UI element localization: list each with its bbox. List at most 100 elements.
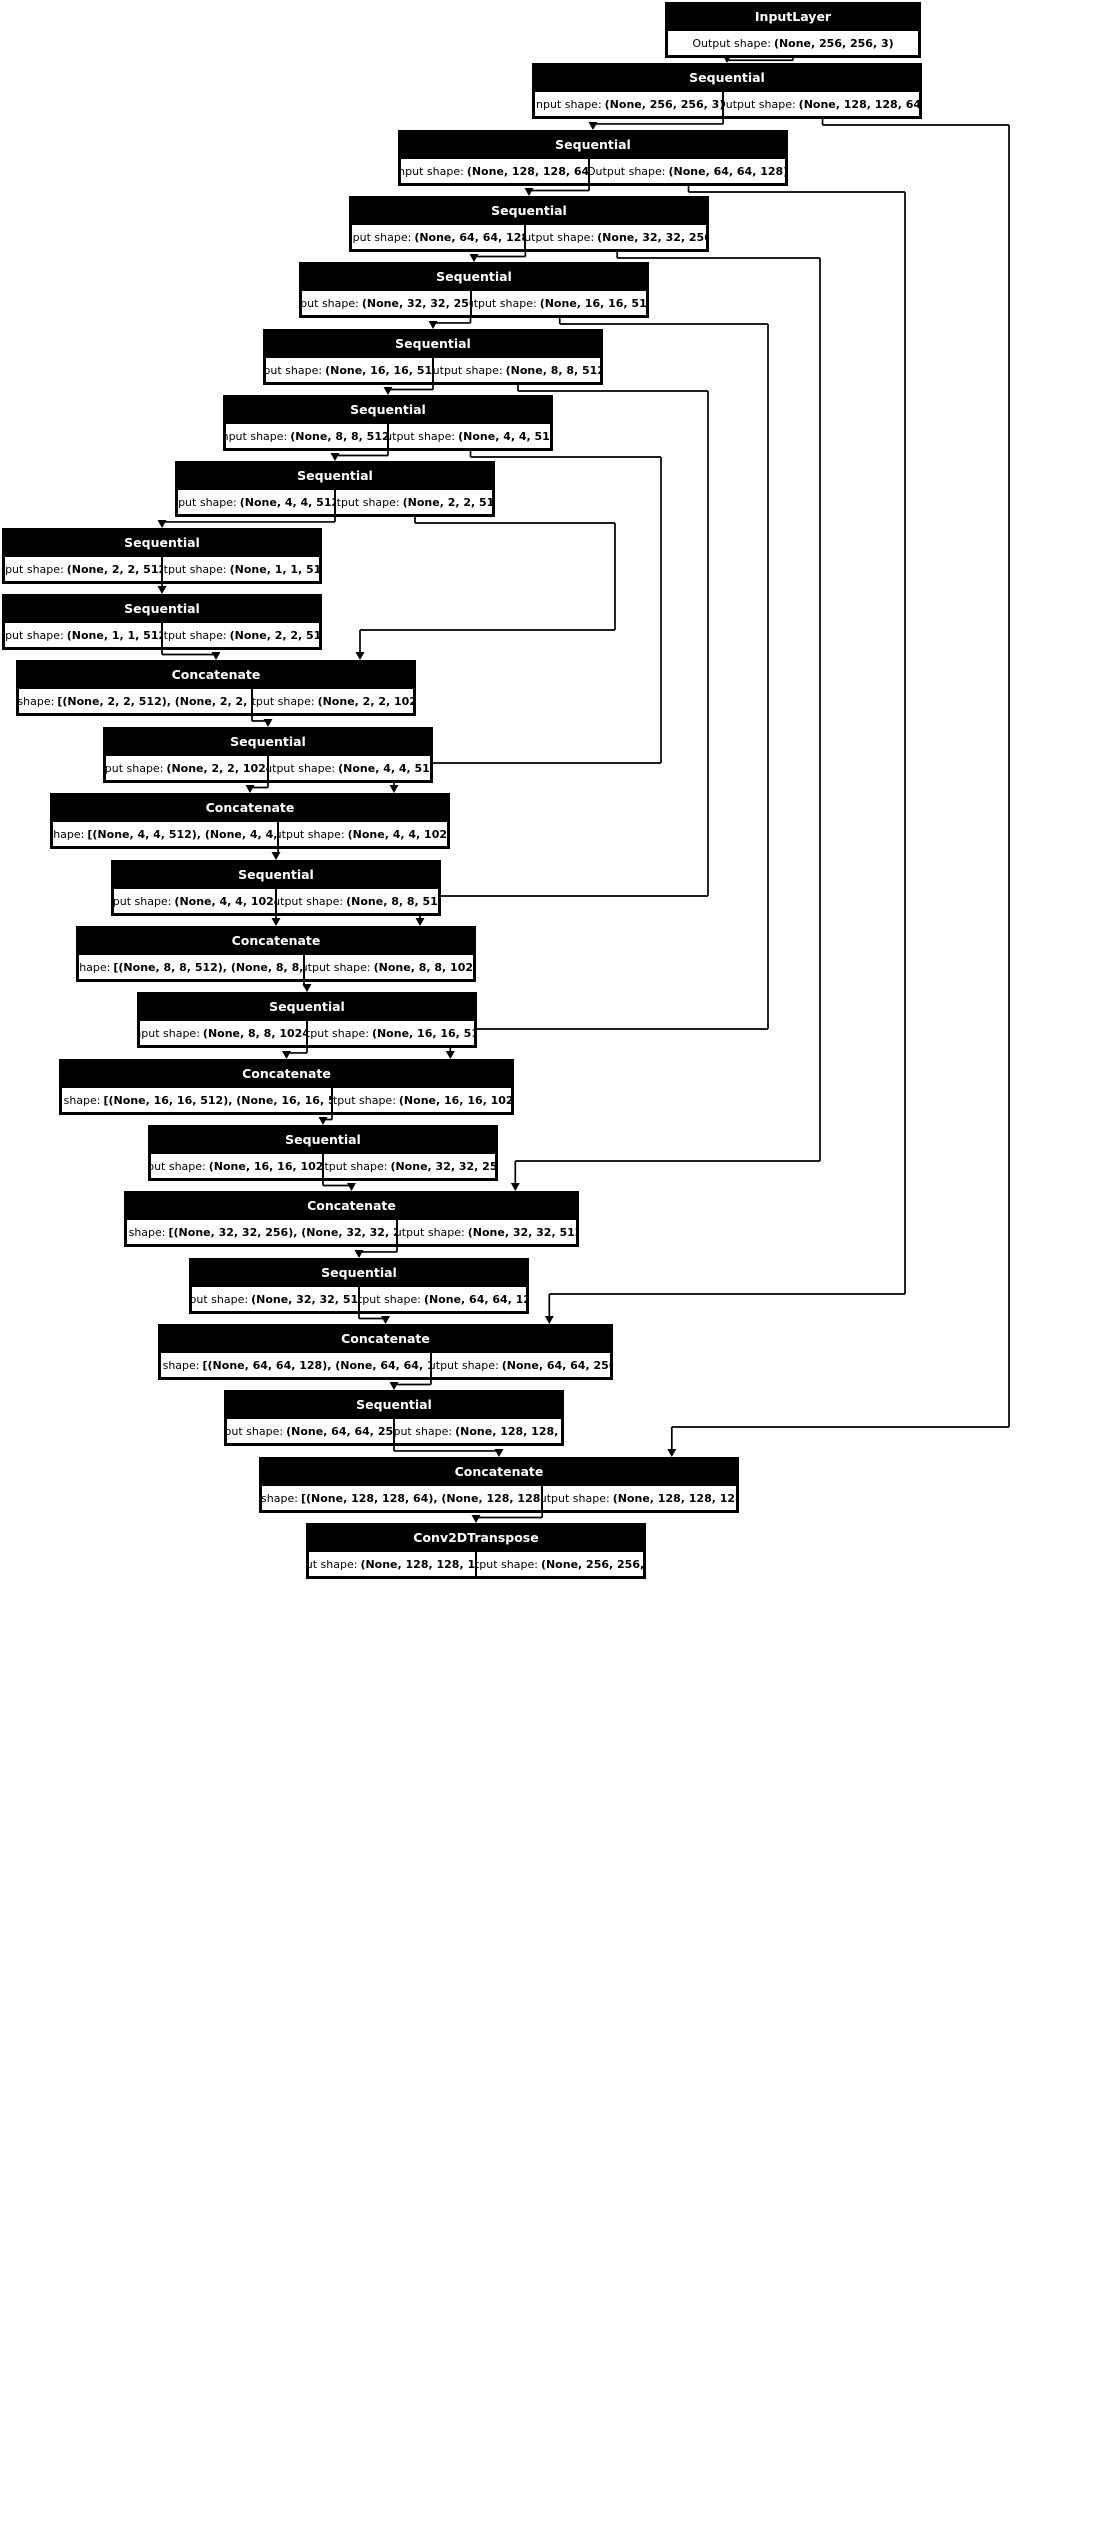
node-input-shape: Input shape:(None, 4, 4, 1024) (113, 888, 276, 914)
output-shape-label: Output shape: (269, 761, 336, 775)
input-shape-value: (None, 64, 64, 256) (286, 1424, 394, 1438)
output-shape-value: (None, 256, 256, 3) (773, 36, 894, 50)
node-input-shape: Input shape:(None, 1, 1, 512) (4, 622, 162, 648)
node-type-label: Sequential (301, 264, 647, 290)
edge-arrowhead (355, 652, 365, 660)
edge-arrowhead (524, 188, 534, 196)
node-output-shape: Output shape:(None, 32, 32, 256) (323, 1153, 496, 1179)
node-type-label: Sequential (351, 198, 707, 224)
node-type-label: Concatenate (78, 928, 474, 954)
node-shape-row: Input shape:[(None, 32, 32, 256), (None,… (126, 1219, 577, 1245)
output-shape-value: (None, 64, 64, 256) (501, 1358, 611, 1372)
node-shape-row: Input shape:[(None, 8, 8, 512), (None, 8… (78, 954, 474, 980)
output-shape-label: Output shape: (360, 1292, 421, 1306)
node-shape-row: Output shape:(None, 256, 256, 3) (667, 30, 919, 56)
output-shape-label: Output shape: (543, 1491, 610, 1505)
input-shape-label: Input shape: (113, 894, 172, 908)
edge-arrowhead (667, 1449, 677, 1457)
node-shape-row: Input shape:(None, 8, 8, 1024)Output sha… (139, 1020, 475, 1046)
node-type-label: Sequential (534, 65, 920, 91)
input-shape-value: [(None, 64, 64, 128), (None, 64, 64, 128… (202, 1358, 430, 1372)
node-input-shape: Input shape:(None, 32, 32, 512) (191, 1286, 359, 1312)
edge-arrowhead (428, 321, 438, 329)
output-shape-value: (None, 8, 8, 512) (346, 894, 438, 908)
node-input-shape: Input shape:(None, 8, 8, 1024) (139, 1020, 307, 1046)
node-output-shape: Output shape:(None, 8, 8, 512) (433, 357, 601, 383)
node-type-label: Concatenate (160, 1326, 611, 1352)
edge-arrowhead (318, 1117, 328, 1125)
edge-arrowhead (389, 1382, 399, 1390)
input-shape-label: Input shape: (534, 97, 602, 111)
input-shape-value: (None, 2, 2, 512) (66, 562, 162, 576)
node-output-shape: Output shape:(None, 16, 16, 512) (470, 290, 647, 316)
input-shape-value: (None, 8, 8, 1024) (202, 1026, 307, 1040)
node-input-shape: Input shape:(None, 128, 128, 128) (308, 1551, 476, 1577)
graph-node-conv2dtranspose: Conv2DTransposeInput shape:(None, 128, 1… (306, 1523, 646, 1579)
node-input-shape: Input shape:[(None, 64, 64, 128), (None,… (160, 1352, 431, 1378)
node-shape-row: Input shape:(None, 8, 8, 512)Output shap… (225, 423, 551, 449)
input-shape-label: Input shape: (79, 960, 111, 974)
node-output-shape: Output shape:(None, 2, 2, 1024) (251, 688, 414, 714)
edge-arrowhead (330, 453, 340, 461)
input-shape-value: (None, 128, 128, 128) (360, 1557, 476, 1571)
input-shape-value: (None, 4, 4, 1024) (174, 894, 276, 908)
output-shape-value: (None, 128, 128, 128) (612, 1491, 737, 1505)
edge-arrowhead (263, 719, 273, 727)
output-shape-label: Output shape: (398, 1225, 465, 1239)
input-shape-value: (None, 64, 64, 128) (414, 230, 526, 244)
input-shape-value: (None, 8, 8, 512) (290, 429, 388, 443)
edge-arrowhead (271, 918, 281, 926)
node-shape-row: Input shape:[(None, 4, 4, 512), (None, 4… (52, 821, 448, 847)
input-shape-label: Input shape: (191, 1292, 249, 1306)
input-shape-value: (None, 256, 256, 3) (604, 97, 724, 111)
node-shape-row: Input shape:(None, 2, 2, 1024)Output sha… (105, 755, 431, 781)
graph-node-concatenate: ConcatenateInput shape:[(None, 128, 128,… (259, 1457, 739, 1513)
output-shape-label: Output shape: (692, 36, 771, 50)
node-output-shape: Output shape:(None, 64, 64, 256) (430, 1352, 611, 1378)
input-shape-label: Input shape: (18, 694, 55, 708)
output-shape-label: Output shape: (279, 827, 345, 841)
output-shape-label: Output shape: (432, 1358, 499, 1372)
node-output-shape: Output shape:(None, 128, 128, 64) (723, 91, 920, 117)
edge-arrowhead (510, 1183, 520, 1191)
node-output-shape: Output shape:(None, 8, 8, 512) (276, 888, 439, 914)
output-shape-label: Output shape: (332, 1093, 396, 1107)
edge-arrowhead (302, 984, 312, 992)
node-output-shape: Output shape:(None, 32, 32, 256) (525, 224, 707, 250)
input-shape-label: Input shape: (5, 562, 64, 576)
edge-arrowhead (445, 1051, 455, 1059)
node-type-label: InputLayer (667, 4, 919, 30)
node-input-shape: Input shape:(None, 256, 256, 3) (534, 91, 724, 117)
node-input-shape: Input shape:(None, 2, 2, 512) (4, 556, 162, 582)
input-shape-label: Input shape: (178, 495, 237, 509)
output-shape-label: Output shape: (526, 230, 595, 244)
node-output-shape: Output shape:(None, 2, 2, 512) (335, 489, 493, 515)
node-type-label: Sequential (226, 1392, 562, 1418)
node-shape-row: Input shape:(None, 32, 32, 512)Output sh… (191, 1286, 527, 1312)
node-type-label: Sequential (139, 994, 475, 1020)
input-shape-value: [(None, 8, 8, 512), (None, 8, 8, 512)] (113, 960, 304, 974)
node-output-shape: Output shape:(None, 4, 4, 1024) (277, 821, 448, 847)
node-input-shape: Input shape:(None, 32, 32, 256) (301, 290, 471, 316)
input-shape-label: Input shape: (225, 429, 288, 443)
node-type-label: Concatenate (261, 1459, 737, 1485)
output-shape-label: Output shape: (589, 164, 666, 178)
output-shape-label: Output shape: (394, 1424, 453, 1438)
output-shape-label: Output shape: (389, 429, 456, 443)
edge-arrowhead (271, 852, 281, 860)
output-shape-value: (None, 256, 256, 3) (540, 1557, 644, 1571)
output-shape-value: (None, 8, 8, 1024) (373, 960, 474, 974)
node-input-shape: Input shape:[(None, 32, 32, 256), (None,… (126, 1219, 397, 1245)
node-type-label: Conv2DTranspose (308, 1525, 644, 1551)
node-output-shape: Output shape:(None, 64, 64, 128) (589, 158, 786, 184)
node-output-shape: Output shape:(None, 32, 32, 512) (396, 1219, 577, 1245)
